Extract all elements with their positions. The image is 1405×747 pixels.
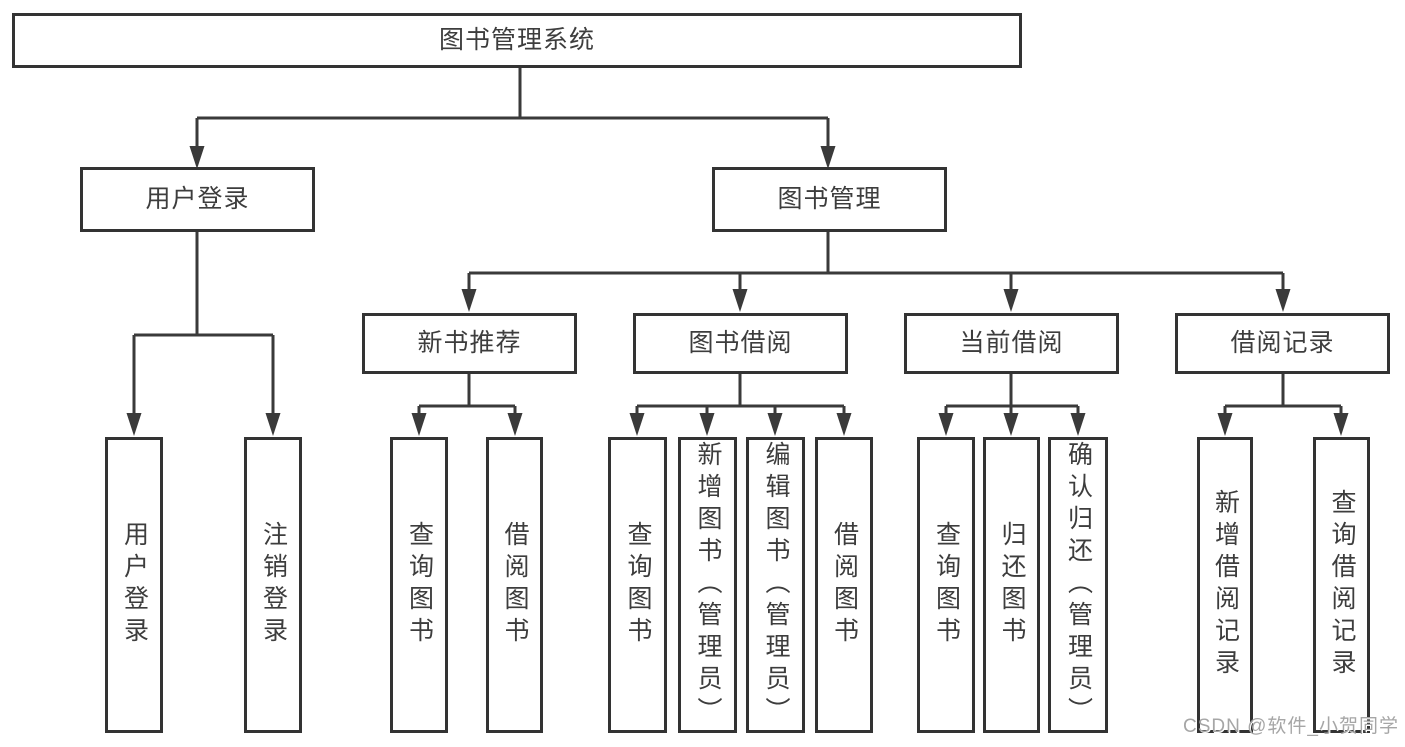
leaf-add-books-admin: 新增图书（管理员）	[678, 437, 737, 733]
leaf-query-books-recommend: 查询图书	[390, 437, 448, 733]
csdn-watermark: CSDN @软件_小贺同学	[1183, 716, 1399, 737]
leaf-logout: 注销登录	[244, 437, 302, 733]
leaf-query-books-borrowing: 查询图书	[608, 437, 667, 733]
leaf-add-borrow-record: 新增借阅记录	[1197, 437, 1253, 733]
node-user-login: 用户登录	[80, 167, 315, 232]
node-book-borrowing: 图书借阅	[633, 313, 848, 374]
node-borrowing-records: 借阅记录	[1175, 313, 1390, 374]
leaf-query-borrow-record: 查询借阅记录	[1313, 437, 1370, 733]
node-book-management: 图书管理	[712, 167, 947, 232]
leaf-borrow-books: 借阅图书	[815, 437, 873, 733]
leaf-edit-books-admin: 编辑图书（管理员）	[746, 437, 805, 733]
leaf-confirm-return-admin: 确认归还（管理员）	[1048, 437, 1108, 733]
leaf-return-books: 归还图书	[983, 437, 1040, 733]
node-new-book-recommend: 新书推荐	[362, 313, 577, 374]
leaf-user-login: 用户登录	[105, 437, 163, 733]
node-root-library-system: 图书管理系统	[12, 13, 1022, 68]
node-current-borrowing: 当前借阅	[904, 313, 1119, 374]
leaf-borrow-books-recommend: 借阅图书	[486, 437, 543, 733]
arrowheads	[126, 146, 1349, 436]
leaf-query-books-current: 查询图书	[917, 437, 975, 733]
